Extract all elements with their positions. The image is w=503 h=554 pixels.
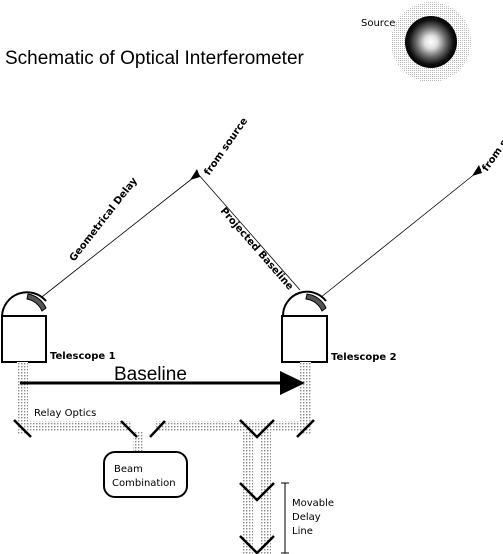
telescope-2: Telescope 2 xyxy=(281,290,397,363)
baseline-arrowhead xyxy=(280,371,305,395)
beam-combination-line1: Beam xyxy=(114,464,143,475)
delay-line-label-2: Delay xyxy=(292,512,321,523)
beam-t2-down xyxy=(300,362,311,434)
light-paths xyxy=(17,362,311,554)
beam-delay-left xyxy=(243,432,253,554)
relay-optics-label: Relay Optics xyxy=(34,408,96,419)
geometrical-delay-label: Geometrical Delay xyxy=(68,175,141,264)
from-source-label-left: from source xyxy=(202,116,250,178)
baseline-arrow: Baseline xyxy=(20,364,305,395)
delay-line-label-3: Line xyxy=(292,526,313,537)
ray-right-arrowhead xyxy=(472,165,482,176)
mirror-t2 xyxy=(296,419,315,438)
beam-combiner-down xyxy=(133,432,144,452)
projected-baseline-label: Projected Baseline xyxy=(218,206,296,293)
telescope-1-slit xyxy=(26,293,47,312)
delay-line-v-mid xyxy=(239,482,275,502)
telescope-2-slit xyxy=(305,293,327,312)
delay-line-v-bottom xyxy=(239,535,275,554)
baseline-label: Baseline xyxy=(114,364,187,385)
beam-relay-horizontal-left xyxy=(28,421,132,432)
ray-left-arrowhead xyxy=(190,169,200,180)
from-source-label-right: from source xyxy=(480,112,503,174)
telescope-2-label: Telescope 2 xyxy=(331,352,397,363)
telescope-1: Telescope 1 xyxy=(1,291,116,363)
mirror-combiner-right xyxy=(149,420,166,438)
telescope-1-label: Telescope 1 xyxy=(50,351,116,362)
telescope-1-body xyxy=(1,315,47,363)
beam-combination-box: Beam Combination xyxy=(103,451,188,498)
beam-relay-horizontal-right xyxy=(155,421,300,432)
beam-combination-frame xyxy=(103,451,188,498)
incoming-rays xyxy=(37,165,482,307)
diagram-title: Schematic of Optical Interferometer xyxy=(5,48,305,69)
source-core xyxy=(405,16,457,68)
ray-left xyxy=(37,173,199,301)
beam-t1-down xyxy=(17,362,28,434)
mirror-t1 xyxy=(13,419,32,438)
projected-baseline-line xyxy=(197,173,301,291)
source-label: Source xyxy=(361,18,395,29)
beam-delay-right xyxy=(261,432,271,554)
source-star: Source xyxy=(361,2,471,82)
delay-line-v-top xyxy=(239,419,275,439)
beam-combination-line2: Combination xyxy=(112,478,176,489)
delay-line-label-1: Movable xyxy=(292,498,334,509)
delay-line-annotation: Movable Delay Line xyxy=(281,482,334,554)
mirrors xyxy=(13,419,315,554)
mirror-combiner-left xyxy=(120,420,138,438)
telescope-2-body xyxy=(281,315,328,363)
ray-right xyxy=(309,168,482,307)
